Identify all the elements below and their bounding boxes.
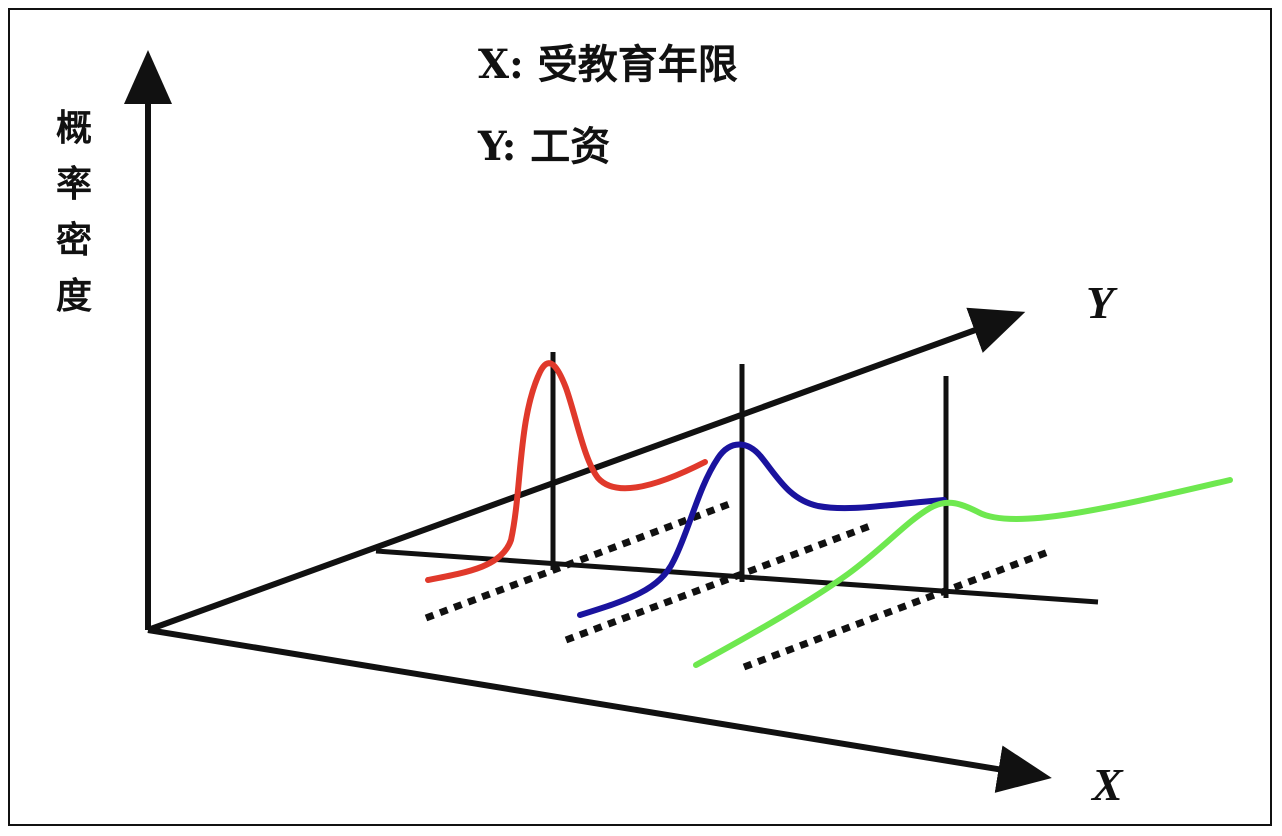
diagram-frame bbox=[8, 8, 1272, 826]
dotted-line-2 bbox=[564, 522, 872, 644]
vertical-axis-label-char-1: 概 bbox=[56, 108, 92, 149]
vertical-axis-label-char-2: 率 bbox=[56, 164, 92, 205]
y-axis-label: Y bbox=[1086, 277, 1118, 328]
dotted-line-3 bbox=[742, 548, 1050, 671]
density-curve-2 bbox=[577, 441, 947, 618]
x-axis-label: X bbox=[1090, 759, 1124, 810]
x-axis bbox=[147, 627, 1052, 793]
y-axis bbox=[146, 307, 1026, 633]
vertical-axis-label-char-3: 密 bbox=[56, 219, 92, 261]
vertical-axis-label-char-4: 度 bbox=[56, 276, 92, 317]
legend-x: X: 受教育年限 bbox=[478, 41, 738, 88]
density-curve-1 bbox=[425, 360, 708, 583]
density-curve-3 bbox=[693, 477, 1233, 668]
dotted-line-1 bbox=[424, 499, 734, 622]
legend-y: Y: 工资 bbox=[477, 123, 610, 170]
